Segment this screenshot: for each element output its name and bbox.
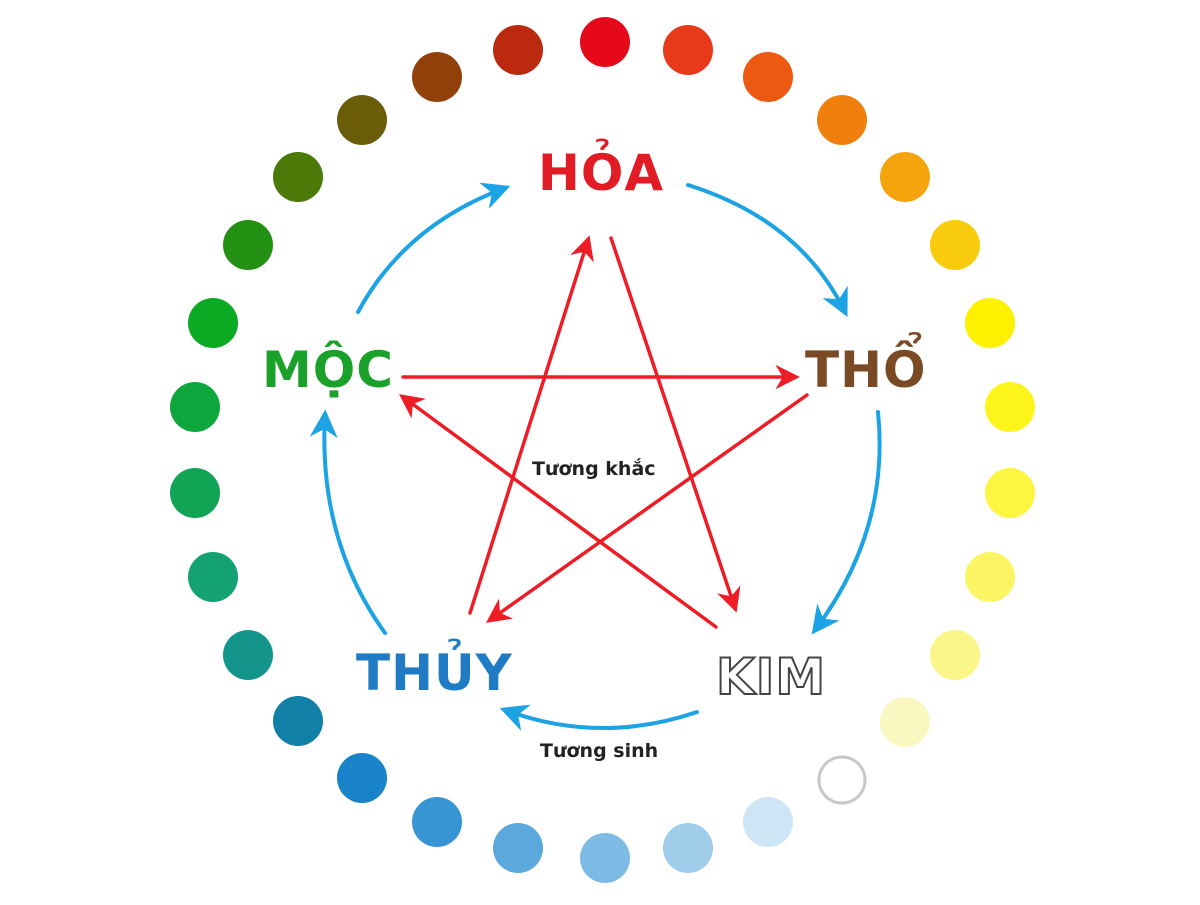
arrow-thuy-to-hoa — [468, 235, 594, 615]
color-dot — [930, 220, 980, 270]
destructive-cycle-arrows — [399, 235, 809, 629]
arrow-thuy-to-moc — [309, 409, 387, 635]
element-label-hoa: HỎA — [538, 144, 665, 202]
caption-tuong-khac: Tương khắc — [532, 458, 656, 480]
color-dot — [580, 17, 630, 67]
color-dot — [965, 298, 1015, 348]
color-dot — [817, 755, 867, 805]
color-dot — [493, 823, 543, 873]
color-dot — [337, 753, 387, 803]
color-dot — [188, 552, 238, 602]
color-dot — [170, 468, 220, 518]
arrow-moc-to-hoa — [356, 182, 511, 314]
color-dot — [663, 25, 713, 75]
arrow-tho-to-thuy — [486, 393, 809, 623]
element-label-moc: MỘC — [262, 341, 394, 399]
arrow-kim-to-moc — [399, 394, 718, 629]
color-dot — [743, 797, 793, 847]
color-dot — [223, 220, 273, 270]
color-dot — [337, 95, 387, 145]
arrow-kim-to-thuy — [499, 704, 699, 731]
color-dot — [580, 833, 630, 883]
arrow-hoa-to-kim — [609, 236, 741, 613]
color-dot — [412, 797, 462, 847]
color-dot — [493, 25, 543, 75]
arrow-tho-to-kim — [811, 410, 882, 635]
color-dot — [188, 298, 238, 348]
color-dot — [273, 152, 323, 202]
color-dot — [817, 95, 867, 145]
arrow-hoa-to-tho — [686, 183, 848, 318]
element-label-tho: THỔ — [805, 341, 927, 399]
color-dot — [985, 468, 1035, 518]
color-dot — [412, 52, 462, 102]
color-dot — [170, 382, 220, 432]
caption-tuong-sinh: Tương sinh — [540, 740, 659, 762]
color-dot — [985, 382, 1035, 432]
color-dot — [743, 52, 793, 102]
color-dot — [663, 823, 713, 873]
element-label-kim: KIM — [715, 648, 827, 706]
generating-cycle-arrows — [309, 182, 882, 731]
element-label-thuy: THỦY — [356, 644, 513, 702]
color-dot — [223, 630, 273, 680]
color-dot — [965, 552, 1015, 602]
color-dot — [880, 697, 930, 747]
color-dot — [273, 696, 323, 746]
color-ring — [170, 17, 1035, 883]
color-dot — [930, 630, 980, 680]
color-dot — [880, 152, 930, 202]
